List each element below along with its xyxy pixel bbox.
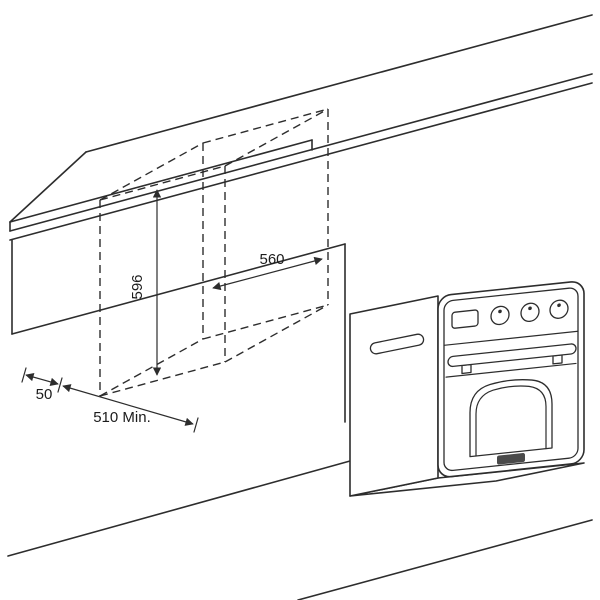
oven-knob-1 [490, 305, 510, 326]
dimension-width-arrow [212, 256, 323, 291]
niche-depth-top-right [224, 108, 329, 167]
oven [349, 281, 585, 497]
oven-handle-bar [447, 343, 577, 368]
oven-vent-slot [369, 333, 425, 355]
oven-display [451, 309, 479, 329]
counter-front-top-edge [9, 73, 593, 232]
dimension-gap-label: 50 [36, 386, 53, 403]
oven-brand-plate [497, 453, 525, 465]
counter-trim-top-edge [9, 139, 313, 223]
oven-front [437, 281, 585, 478]
oven-control-panel-divider [443, 330, 579, 346]
cabinet-front-panel [11, 239, 346, 423]
niche-back-bottom-edge [202, 304, 329, 340]
dimension-height-label: 596 [129, 274, 146, 299]
dimension-height-596: 596 [129, 189, 162, 376]
dimension-width-label: 560 [259, 251, 284, 268]
oven-window-inner [475, 385, 547, 457]
niche-front-bottom-edge [99, 361, 226, 397]
niche-depth-bottom-left [99, 338, 204, 397]
oven-knob-1-marker [498, 309, 502, 314]
dimension-width-560: 560 [212, 251, 323, 291]
depth-tick-inner [193, 417, 199, 433]
niche-dashed-box [99, 108, 329, 397]
niche-back-top-edge [202, 108, 329, 144]
cabinet-bottom-cut-edge [11, 243, 346, 335]
oven-knob-2 [520, 302, 540, 322]
oven-window-outer [469, 379, 553, 458]
dimension-depth-group: 50 510 Min. [21, 367, 199, 433]
counter-left-end-edge [9, 151, 87, 223]
floor [7, 460, 593, 600]
dimension-gap-arrow [25, 373, 59, 386]
oven-knob-3 [549, 299, 569, 319]
counter-worktop [9, 14, 593, 241]
counter-back-edge [85, 14, 593, 153]
dimension-depth-arrow [62, 384, 194, 426]
depth-tick-mid [57, 377, 63, 393]
oven-knob-2-marker [528, 306, 532, 311]
depth-tick-outer [21, 367, 27, 383]
dimension-depth-label: 510 Min. [93, 409, 151, 426]
niche-front-top-edge [99, 165, 226, 201]
niche-depth-bottom-right [224, 304, 329, 363]
oven-side-panel [349, 295, 439, 497]
counter-front-edge-bottom [9, 82, 593, 241]
floor-line-lower [297, 519, 593, 600]
oven-knob-3-marker [557, 303, 561, 308]
floor-line-upper [7, 460, 351, 557]
niche-depth-top-left [99, 142, 204, 201]
oven-door-seam [445, 362, 577, 378]
